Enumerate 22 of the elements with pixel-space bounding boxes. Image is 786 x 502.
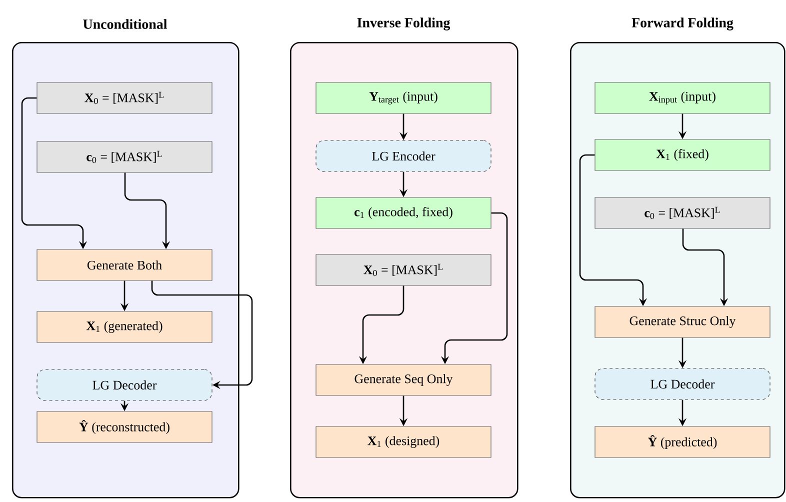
- process-box: X$_{1}$ (designed): [316, 426, 492, 458]
- input-box: X$_{0}$ = [MASK]$^{L}$: [36, 82, 212, 114]
- panel-title: Inverse Folding: [357, 18, 450, 30]
- process-box: Generate Struc Only: [594, 306, 770, 338]
- input-box: X$_{0}$ = [MASK]$^{L}$: [316, 254, 492, 286]
- input-box: c$_{1}$ (encoded, fixed): [316, 197, 492, 229]
- input-box: X$_{1}$ (fixed): [594, 139, 770, 171]
- process-box: Generate Seq Only: [316, 364, 492, 396]
- panel-title: Forward Folding: [632, 18, 734, 30]
- input-box: X$_{input}$ (input): [594, 82, 770, 114]
- module-box: LG Decoder: [36, 369, 212, 401]
- input-box: Y$_{target}$ (input): [316, 82, 492, 114]
- module-box: LG Decoder: [594, 368, 770, 400]
- input-box: c$_{0}$ = [MASK]$^{L}$: [594, 197, 770, 229]
- panel-title: Unconditional: [83, 19, 167, 29]
- arrow: [151, 280, 253, 390]
- process-box: Generate Both: [36, 249, 212, 281]
- process-box: Ŷ (reconstructed): [36, 411, 212, 443]
- module-box: LG Encoder: [316, 140, 492, 172]
- input-box: c$_{0}$ = [MASK]$^{L}$: [36, 141, 212, 173]
- process-box: X$_{1}$ (generated): [36, 311, 212, 343]
- process-box: Ŷ (predicted): [594, 426, 770, 458]
